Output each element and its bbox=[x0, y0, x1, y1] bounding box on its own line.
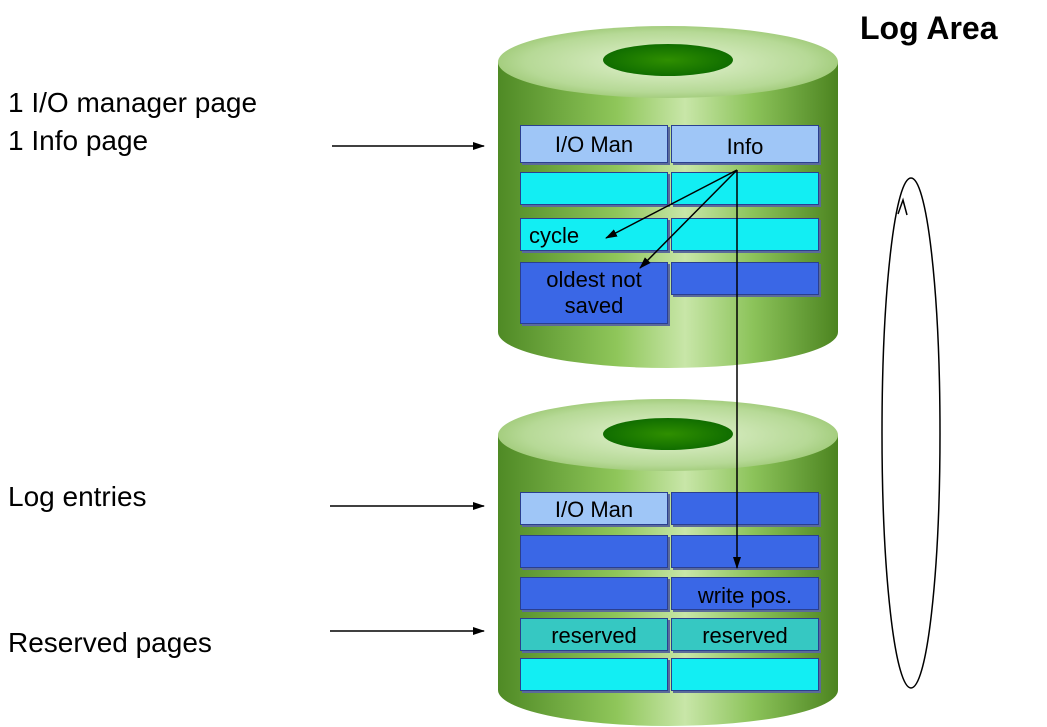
reserved-pages-label: Reserved pages bbox=[8, 627, 212, 658]
upper-page-row4-right bbox=[671, 262, 819, 295]
io-manager-page-label: 1 I/O manager page bbox=[8, 87, 258, 118]
rotation-loop bbox=[881, 177, 941, 689]
upper-page-row2-right bbox=[671, 172, 819, 205]
upper-info-label: Info bbox=[726, 134, 764, 159]
lower-page-row2-right bbox=[671, 535, 819, 568]
reserved-left-label: reserved bbox=[551, 623, 637, 648]
lower-page-row3-left bbox=[520, 577, 668, 610]
log-entries-label: Log entries bbox=[8, 481, 147, 512]
info-page-label: 1 Info page bbox=[8, 125, 149, 156]
oldest-not-saved-line1: oldest not bbox=[546, 267, 642, 292]
lower-reserved-page-left: reserved bbox=[520, 618, 668, 651]
upper-page-row3-right bbox=[671, 218, 819, 251]
lower-page-row5-right bbox=[671, 658, 819, 691]
page-title: Log Area bbox=[860, 10, 998, 46]
upper-info-page: Info bbox=[671, 125, 819, 163]
upper-cycle-label: cycle bbox=[529, 223, 580, 248]
lower-write-pos-page: write pos. bbox=[671, 577, 819, 610]
upper-cycle-page: cycle bbox=[520, 218, 668, 251]
lower-page-row5-left bbox=[520, 658, 668, 691]
upper-io-man-label: I/O Man bbox=[554, 132, 634, 157]
upper-page-row2-left bbox=[520, 172, 668, 205]
upper-oldest-not-saved-page: oldest not saved bbox=[520, 262, 668, 324]
lower-page-row2-left bbox=[520, 535, 668, 568]
lower-page-row1-right bbox=[671, 492, 819, 525]
lower-reserved-page-right: reserved bbox=[671, 618, 819, 651]
write-pos-label: write pos. bbox=[697, 583, 793, 608]
reserved-right-label: reserved bbox=[702, 623, 788, 648]
lower-io-man-label: I/O Man bbox=[554, 497, 634, 522]
upper-io-man-page: I/O Man bbox=[520, 125, 668, 163]
lower-io-man-page: I/O Man bbox=[520, 492, 668, 525]
oldest-not-saved-line2: saved bbox=[564, 293, 624, 318]
rotation-arrow-head bbox=[897, 197, 908, 216]
